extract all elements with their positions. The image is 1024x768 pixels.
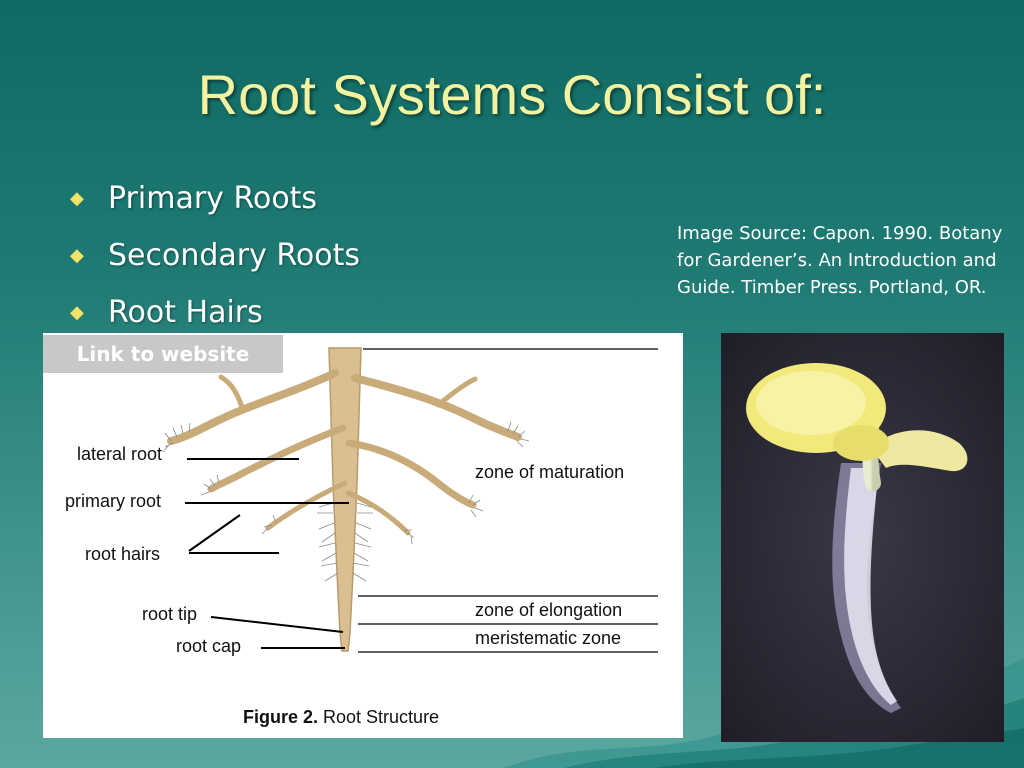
label-meristematic-zone: meristematic zone	[475, 628, 621, 648]
root-structure-diagram: lateral root primary root root hairs roo…	[43, 333, 683, 738]
bullet-item: ◆ Secondary Roots	[70, 227, 360, 284]
label-lateral-root: lateral root	[77, 444, 162, 464]
image-source-citation: Image Source: Capon. 1990. Botany for Ga…	[677, 223, 1003, 298]
bullet-text: Root Hairs	[108, 295, 263, 330]
figure-caption-text: Root Structure	[318, 707, 439, 727]
label-zone-of-elongation: zone of elongation	[475, 600, 622, 620]
root-illustration	[328, 347, 362, 652]
slide-title: Root Systems Consist of:	[197, 63, 827, 126]
diamond-bullet-icon: ◆	[70, 302, 84, 323]
label-root-tip: root tip	[142, 604, 197, 624]
bullet-list: ◆ Primary Roots ◆ Secondary Roots ◆ Root…	[70, 170, 360, 341]
diamond-bullet-icon: ◆	[70, 188, 84, 209]
figure-caption-number: Figure 2.	[243, 707, 318, 727]
label-primary-root: primary root	[65, 491, 161, 511]
link-to-website[interactable]: Link to website	[43, 335, 283, 373]
bullet-item: ◆ Primary Roots	[70, 170, 360, 227]
label-zone-of-maturation: zone of maturation	[475, 462, 624, 482]
bullet-item: ◆ Root Hairs	[70, 284, 360, 341]
figure-caption: Figure 2. Root Structure	[243, 707, 439, 727]
bullet-text: Secondary Roots	[108, 238, 361, 273]
bullet-text: Primary Roots	[108, 181, 318, 216]
label-root-hairs: root hairs	[85, 544, 160, 564]
diamond-bullet-icon: ◆	[70, 245, 84, 266]
leader-lines	[185, 458, 349, 649]
label-root-cap: root cap	[176, 636, 241, 656]
seedling-photo	[721, 333, 1004, 742]
